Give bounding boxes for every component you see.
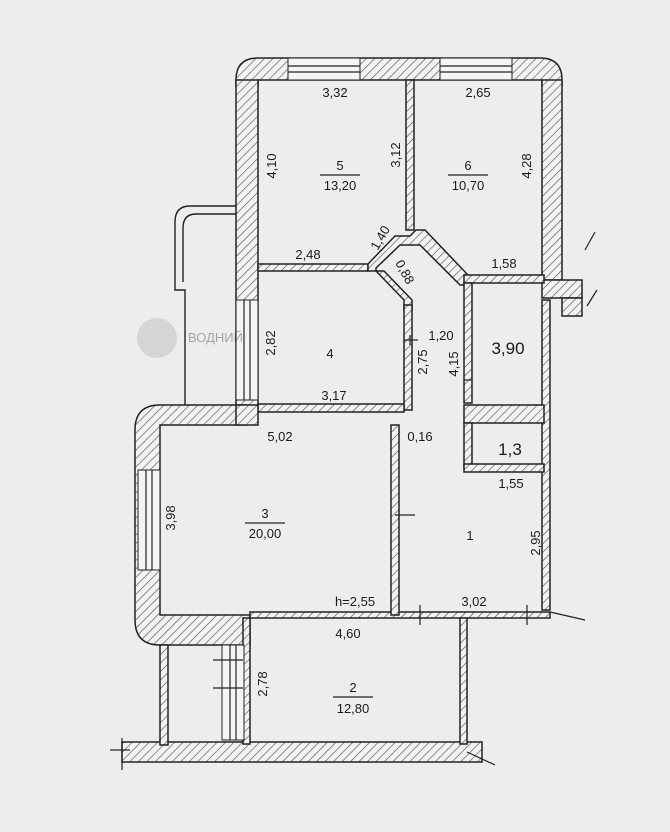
ceiling-height: h=2,55	[335, 594, 375, 609]
dim-2-75: 2,75	[415, 349, 430, 374]
room-1-3-area: 1,3	[498, 440, 522, 459]
room-5-area: 13,20	[324, 178, 357, 193]
dim-0-16: 0,16	[407, 429, 432, 444]
watermark: ВОДНИЙ	[137, 318, 243, 358]
room-2-area: 12,80	[337, 701, 370, 716]
room-5-number: 5	[336, 158, 343, 173]
dim-4-28: 4,28	[519, 153, 534, 178]
dim-0-88: 0,88	[392, 257, 417, 286]
dim-4-10: 4,10	[264, 153, 279, 178]
room-3-90-area: 3,90	[491, 339, 524, 358]
room-4-number: 4	[326, 346, 333, 361]
dim-2-78: 2,78	[255, 671, 270, 696]
dim-4-15: 4,15	[446, 351, 461, 376]
dim-3-98: 3,98	[163, 505, 178, 530]
dim-3-32: 3,32	[322, 85, 347, 100]
dim-5-02: 5,02	[267, 429, 292, 444]
dimension-ticks	[110, 231, 598, 770]
room-1-number: 1	[466, 528, 473, 543]
balcony-upper	[174, 205, 236, 405]
dim-3-12: 3,12	[388, 142, 403, 167]
room-6-number: 6	[464, 158, 471, 173]
interior-walls	[235, 79, 545, 616]
dim-2-95: 2,95	[528, 530, 543, 555]
room-2-number: 2	[349, 680, 356, 695]
dimension-labels: 3,32 2,65 4,10 3,12 4,28 1,40 2,48 0,88 …	[163, 85, 543, 697]
room-labels: 5 13,20 6 10,70 4 3 20,00 1 2 12,80	[245, 158, 488, 716]
dim-1-55: 1,55	[498, 476, 523, 491]
dim-2-65: 2,65	[465, 85, 490, 100]
watermark-text: ВОДНИЙ	[188, 330, 243, 345]
dim-3-17: 3,17	[321, 388, 346, 403]
dim-1-58: 1,58	[491, 256, 516, 271]
dim-3-02: 3,02	[461, 594, 486, 609]
dim-2-82: 2,82	[263, 330, 278, 355]
dim-2-48: 2,48	[295, 247, 320, 262]
dim-1-20: 1,20	[428, 328, 453, 343]
windows	[137, 57, 513, 741]
dim-4-60: 4,60	[335, 626, 360, 641]
room-3-number: 3	[261, 506, 268, 521]
room-3-area: 20,00	[249, 526, 282, 541]
room-6-area: 10,70	[452, 178, 485, 193]
